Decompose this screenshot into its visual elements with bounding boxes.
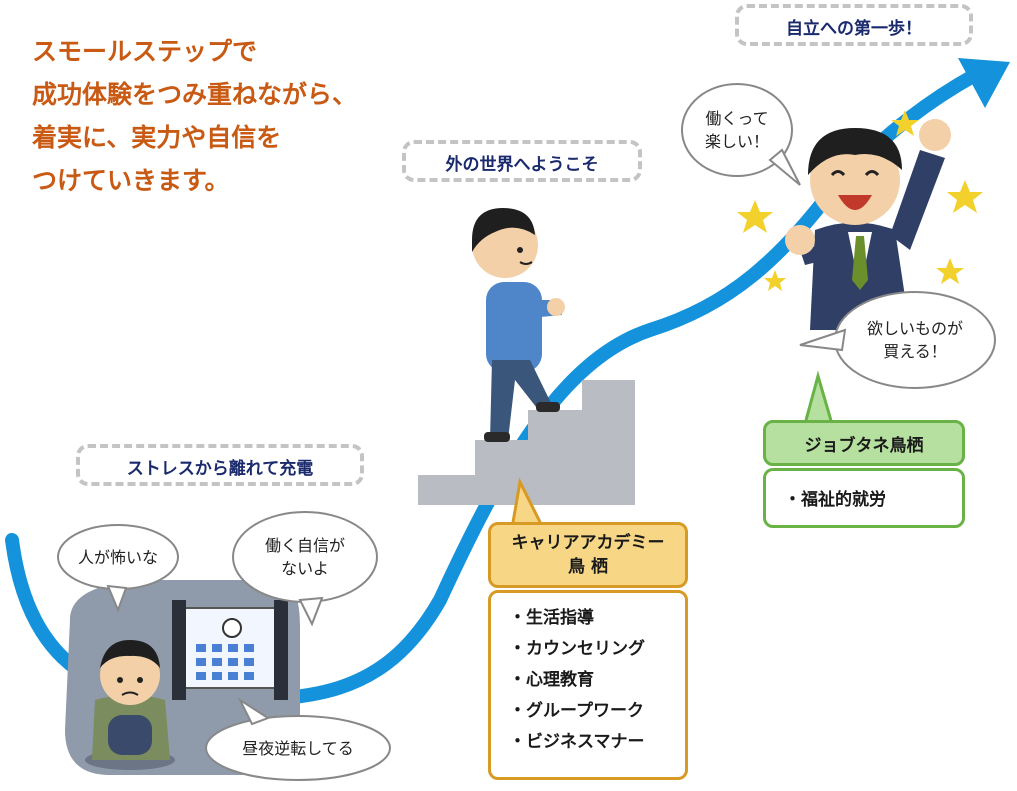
stage-label-outside-world: 外の世界へようこそ <box>402 140 642 182</box>
stage-label-first-step: 自立への第一歩！ <box>735 4 973 46</box>
intro-line: 成功体験をつみ重ねながら、 <box>32 80 358 109</box>
bubble-shapes <box>57 83 996 781</box>
program-item-list: ・福祉的就労 <box>763 468 965 528</box>
speech-bubble-day-night: 昼夜逆転してる <box>206 716 390 780</box>
list-item: ・福祉的就労 <box>784 490 886 510</box>
program-title: ジョブタネ鳥栖 <box>763 420 965 466</box>
speech-bubble-afraid: 人が怖いな <box>58 525 178 589</box>
intro-line: つけていきます。 <box>32 166 230 195</box>
list-item: ・カウンセリング <box>509 639 645 659</box>
list-item: ・心理教育 <box>509 670 594 690</box>
program-jobtane: ジョブタネ鳥栖 ・福祉的就労 <box>763 420 965 528</box>
jobtane-pointer <box>803 370 834 426</box>
stage-label-recharge: ストレスから離れて充電 <box>76 444 364 486</box>
program-career-academy: キャリアアカデミー 鳥 栖 ・生活指導 ・カウンセリング ・心理教育 ・グループ… <box>488 522 688 780</box>
bubble-text: 人が怖いな <box>77 547 158 567</box>
bubble-text: 働くって 楽しい！ <box>704 109 769 151</box>
stairs-scene <box>418 208 635 505</box>
program-title: キャリアアカデミー 鳥 栖 <box>488 522 688 588</box>
bubble-text: 働く自信が ないよ <box>264 536 345 578</box>
speech-bubble-fun: 働くって 楽しい！ <box>682 84 792 176</box>
growth-arrow-head <box>958 58 1010 108</box>
intro-line: スモールステップで <box>32 37 258 66</box>
intro-line: 着実に、実力や自信を <box>32 123 282 152</box>
list-item: ・ビジネスマナー <box>509 732 645 752</box>
program-item-list: ・生活指導 ・カウンセリング ・心理教育 ・グループワーク ・ビジネスマナー <box>488 590 688 780</box>
bubble-text: 昼夜逆転してる <box>242 738 354 758</box>
bubble-text: 欲しいものが 買える！ <box>866 319 963 361</box>
list-item: ・生活指導 <box>509 608 594 628</box>
speech-bubble-buy: 欲しいものが 買える！ <box>835 292 995 388</box>
list-item: ・グループワーク <box>509 701 644 721</box>
speech-bubble-no-confidence: 働く自信が ないよ <box>233 512 377 602</box>
intro-text: スモールステップで 成功体験をつみ重ねながら、 着実に、実力や自信を つけていき… <box>32 30 452 202</box>
